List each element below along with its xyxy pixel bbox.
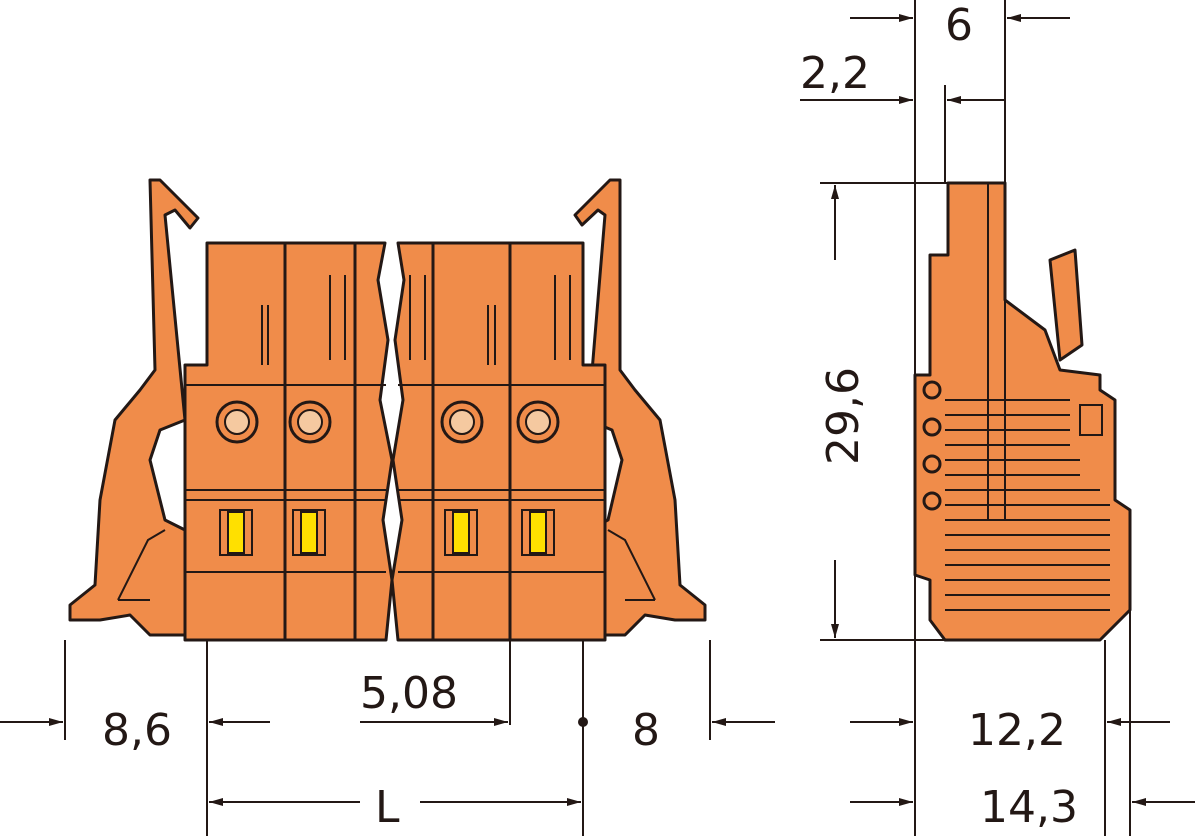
- dim-depth-total: 14,3: [980, 782, 1078, 833]
- housing-left: [183, 241, 394, 642]
- front-view: [68, 178, 707, 642]
- dim-length: L: [375, 782, 400, 833]
- dim-pitch: 5,08: [360, 668, 458, 719]
- housing-right: [390, 241, 607, 642]
- dim-clip-left: 8,6: [102, 705, 172, 756]
- side-view: [913, 181, 1132, 642]
- dim-clip-right: 8: [632, 705, 660, 756]
- release-slots: [219, 509, 555, 556]
- dim-depth: 12,2: [968, 705, 1066, 756]
- dim-height: 29,6: [818, 367, 869, 465]
- test-openings: [215, 400, 560, 444]
- dim-offset-side: 2,2: [800, 48, 870, 99]
- dim-width-side: 6: [945, 0, 973, 51]
